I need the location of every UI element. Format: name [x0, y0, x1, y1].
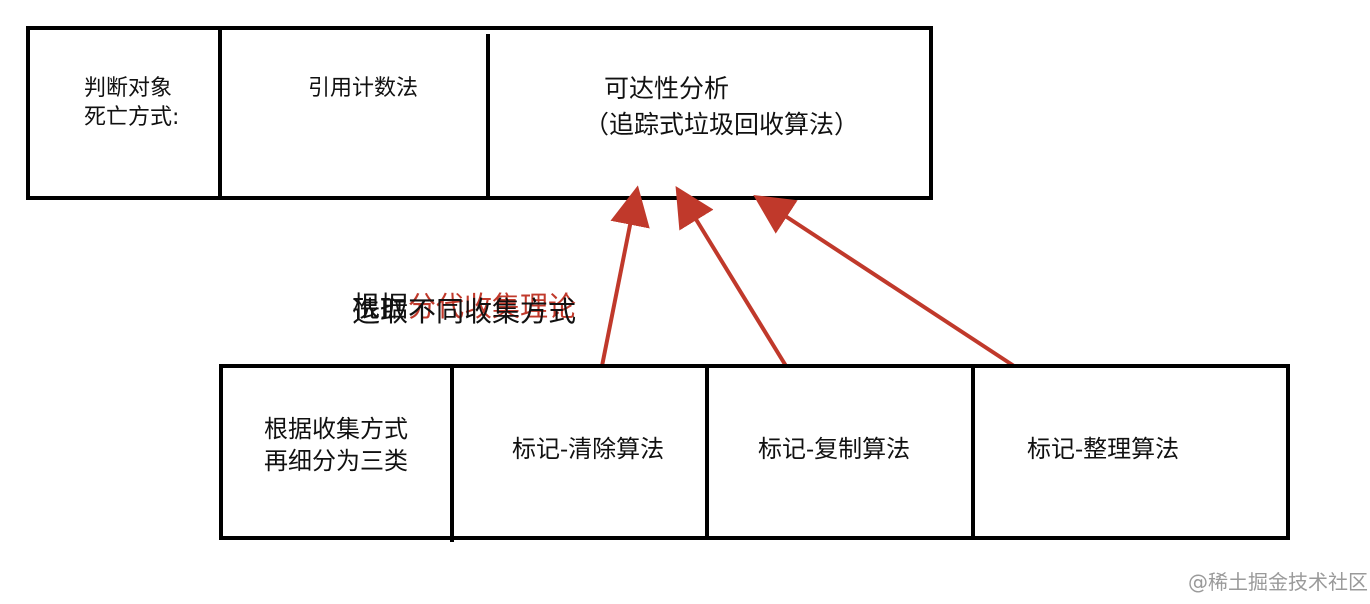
annotation-prefix: 根据	[352, 289, 409, 323]
bottom-table-divider-3	[971, 368, 975, 536]
bottom-table-header-label: 根据收集方式 再细分为三类	[264, 415, 408, 475]
bottom-table-mark-copy-label: 标记-复制算法	[758, 435, 911, 463]
annotation-line1: 根据分代收集理论	[352, 252, 576, 326]
bottom-table-divider-1	[450, 368, 454, 542]
top-table-tracing-gc-label: （追踪式垃圾回收算法）	[584, 110, 860, 139]
annotation-line2: 选取不同收集方式	[352, 295, 577, 328]
top-table-header-label: 判断对象 死亡方式:	[84, 76, 180, 131]
bottom-table-mark-sweep-label: 标记-清除算法	[512, 435, 665, 463]
annotation-highlight: 分代收集理论	[408, 289, 577, 323]
arrow-mark-compact-to-reachability	[753, 195, 1016, 368]
bottom-table-mark-compact-label: 标记-整理算法	[1027, 435, 1180, 463]
arrow-mark-copy-to-reachability	[675, 185, 788, 368]
top-table-reachability-label: 可达性分析	[604, 74, 730, 103]
top-table-divider-2	[486, 34, 490, 200]
bottom-table	[219, 364, 1290, 540]
watermark: @稀土掘金技术社区	[1188, 570, 1368, 594]
top-table-divider-1	[218, 30, 222, 200]
arrow-mark-sweep-to-reachability	[600, 185, 650, 367]
top-table	[26, 26, 933, 200]
bottom-table-divider-2	[705, 368, 709, 536]
top-table-reference-counting-label: 引用计数法	[308, 76, 419, 101]
